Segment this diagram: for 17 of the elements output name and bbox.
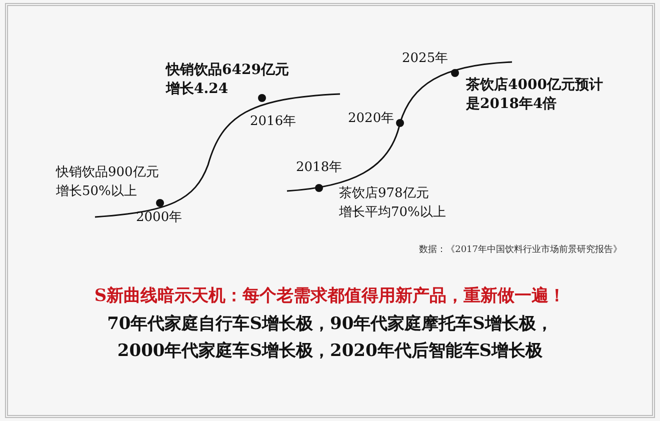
source-note: 数据：《2017年中国饮料行业市场前景研究报告》: [419, 245, 622, 256]
value-annotation: 茶饮店978亿元: [339, 186, 429, 202]
value-annotation: 快销饮品900亿元: [56, 165, 159, 182]
year-label: 2018年: [296, 160, 342, 176]
value-annotation: 茶饮店4000亿元预计: [466, 77, 603, 94]
growth-annotation: 增长平均70%以上: [339, 205, 446, 222]
year-label: 2025年: [402, 51, 448, 68]
value-annotation: 快销饮品6429亿元: [166, 62, 289, 80]
year-label: 2020年: [348, 111, 394, 128]
year-label: 2016年: [250, 114, 296, 130]
headline: S新曲线暗示天机：每个老需求都值得用新产品，重新做一遍！: [93, 286, 567, 308]
growth-annotation: 增长50%以上: [56, 184, 137, 200]
growth-annotation: 是2018年4倍: [466, 96, 557, 114]
body-text: 70年代家庭自行车S增长极，90年代家庭摩托车S增长极，: [106, 314, 554, 336]
growth-annotation: 增长4.24: [166, 81, 228, 98]
year-label: 2000年: [136, 210, 182, 226]
body-text: 2000年代家庭车S增长极，2020年代后智能车S增长极: [116, 341, 544, 362]
